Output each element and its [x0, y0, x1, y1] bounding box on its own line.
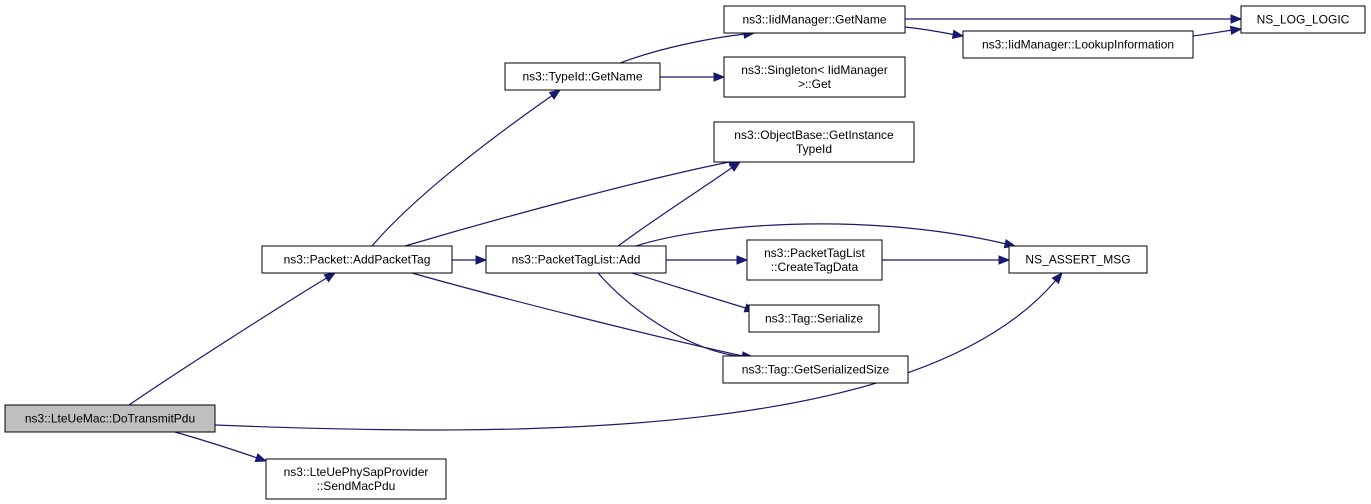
node-label: NS_ASSERT_MSG — [1025, 253, 1130, 267]
node-box[interactable] — [723, 5, 906, 34]
node-label: ::CreateTagData — [771, 260, 859, 274]
node-add-packet-tag[interactable]: ns3::Packet::AddPacketTag — [261, 245, 453, 274]
node-send-mac-pdu[interactable]: ns3::LteUePhySapProvider::SendMacPdu — [265, 458, 447, 500]
node-box[interactable] — [4, 404, 216, 433]
edges-layer — [128, 14, 1243, 463]
node-label: ns3::TypeId::GetName — [522, 70, 642, 84]
node-box[interactable] — [485, 245, 667, 274]
edge-add_packet_tag-to-get_instance_type_id — [404, 157, 741, 247]
node-label: ns3::PacketTagList — [764, 246, 865, 260]
node-box[interactable] — [713, 121, 915, 163]
edge-line — [404, 161, 730, 247]
node-ns-log-logic[interactable]: NS_LOG_LOGIC — [1240, 5, 1366, 34]
edge-arrowhead — [1230, 14, 1243, 24]
node-label: ns3::LteUeMac::DoTransmitPdu — [25, 412, 195, 426]
node-box[interactable] — [746, 239, 883, 281]
node-label: ns3::Tag::Serialize — [765, 312, 863, 326]
edge-line — [904, 26, 954, 35]
node-box[interactable] — [1008, 245, 1148, 274]
node-ns-assert-msg[interactable]: NS_ASSERT_MSG — [1008, 245, 1148, 274]
node-label: NS_LOG_LOGIC — [1257, 13, 1350, 27]
edge-lte_ue_mac-to-add_packet_tag — [128, 272, 337, 406]
node-box[interactable] — [723, 56, 906, 98]
edge-line — [128, 277, 327, 406]
node-box[interactable] — [504, 62, 661, 91]
edge-arrowhead — [713, 72, 726, 82]
node-lte-ue-mac[interactable]: ns3::LteUeMac::DoTransmitPdu — [4, 404, 216, 433]
node-box[interactable] — [722, 355, 909, 384]
node-lookup-information[interactable]: ns3::IidManager::LookupInformation — [962, 30, 1194, 59]
edge-line — [411, 272, 743, 357]
edge-line — [371, 95, 553, 247]
edge-line — [214, 280, 1056, 431]
edge-arrowhead — [548, 89, 562, 100]
node-create-tag-data[interactable]: ns3::PacketTagList::CreateTagData — [746, 239, 883, 281]
edge-add_packet_tag-to-type_id_get_name — [371, 89, 562, 247]
node-label: ns3::ObjectBase::GetInstance — [734, 128, 894, 142]
node-box[interactable] — [748, 304, 880, 333]
edge-lte_ue_mac-to-send_mac_pdu — [174, 431, 268, 463]
node-label: ns3::LteUePhySapProvider — [284, 465, 429, 479]
node-box[interactable] — [962, 30, 1194, 59]
edge-arrowhead — [1229, 25, 1243, 36]
node-label: ns3::Tag::GetSerializedSize — [742, 363, 890, 377]
edge-iid_get_name-to-lookup_information — [904, 26, 965, 39]
edge-line — [631, 272, 746, 309]
node-iid-get-name[interactable]: ns3::IidManager::GetName — [723, 5, 906, 34]
edge-arrowhead — [254, 453, 268, 463]
node-label: ns3::Packet::AddPacketTag — [284, 253, 431, 267]
edge-line — [1192, 29, 1232, 37]
edge-line — [174, 431, 257, 459]
node-tag-get-serialized-size[interactable]: ns3::Tag::GetSerializedSize — [722, 355, 909, 384]
edge-type_id_get_name-to-singleton_get — [659, 72, 726, 82]
node-label: ns3::PacketTagList::Add — [512, 253, 641, 267]
node-label: ns3::IidManager::LookupInformation — [982, 38, 1174, 52]
node-box[interactable] — [261, 245, 453, 274]
edge-packet_tag_list_add-to-create_tag_data — [666, 255, 749, 265]
node-label: >::Get — [798, 77, 832, 91]
edge-line — [597, 272, 746, 358]
node-label: ns3::IidManager::GetName — [742, 13, 886, 27]
node-tag-serialize[interactable]: ns3::Tag::Serialize — [748, 304, 880, 333]
node-label: ns3::Singleton< IidManager — [741, 63, 887, 77]
node-box[interactable] — [1240, 5, 1366, 34]
edge-packet_tag_list_add-to-get_instance_type_id — [617, 161, 742, 247]
edge-create_tag_data-to-ns_assert_msg — [882, 255, 1011, 265]
edge-arrowhead — [736, 255, 749, 265]
edge-add_packet_tag-to-packet_tag_list_add — [452, 255, 488, 265]
edge-arrowhead — [951, 29, 965, 39]
node-type-id-get-name[interactable]: ns3::TypeId::GetName — [504, 62, 661, 91]
edge-line — [619, 33, 745, 64]
edge-packet_tag_list_add-to-tag_serialize — [631, 272, 757, 313]
node-packet-tag-list-add[interactable]: ns3::PacketTagList::Add — [485, 245, 667, 274]
edge-line — [617, 167, 733, 247]
node-label: ::SendMacPdu — [317, 479, 396, 493]
edge-line — [635, 223, 1006, 247]
nodes-layer: ns3::LteUeMac::DoTransmitPdu ns3::Packet:… — [4, 5, 1366, 500]
node-box[interactable] — [265, 458, 447, 500]
edge-arrowhead — [728, 161, 742, 172]
node-singleton-get[interactable]: ns3::Singleton< IidManager>::Get — [723, 56, 906, 98]
node-label: TypeId — [796, 142, 832, 156]
edge-lookup_information-to-ns_log_logic — [1192, 25, 1243, 37]
edge-arrowhead — [998, 255, 1011, 265]
edge-arrowhead — [1051, 271, 1063, 285]
edge-arrowhead — [475, 255, 488, 265]
edge-iid_get_name-to-ns_log_logic — [905, 14, 1243, 24]
edge-lte_ue_mac-to-ns_assert_msg — [214, 271, 1063, 431]
edge-arrowhead — [323, 272, 337, 283]
